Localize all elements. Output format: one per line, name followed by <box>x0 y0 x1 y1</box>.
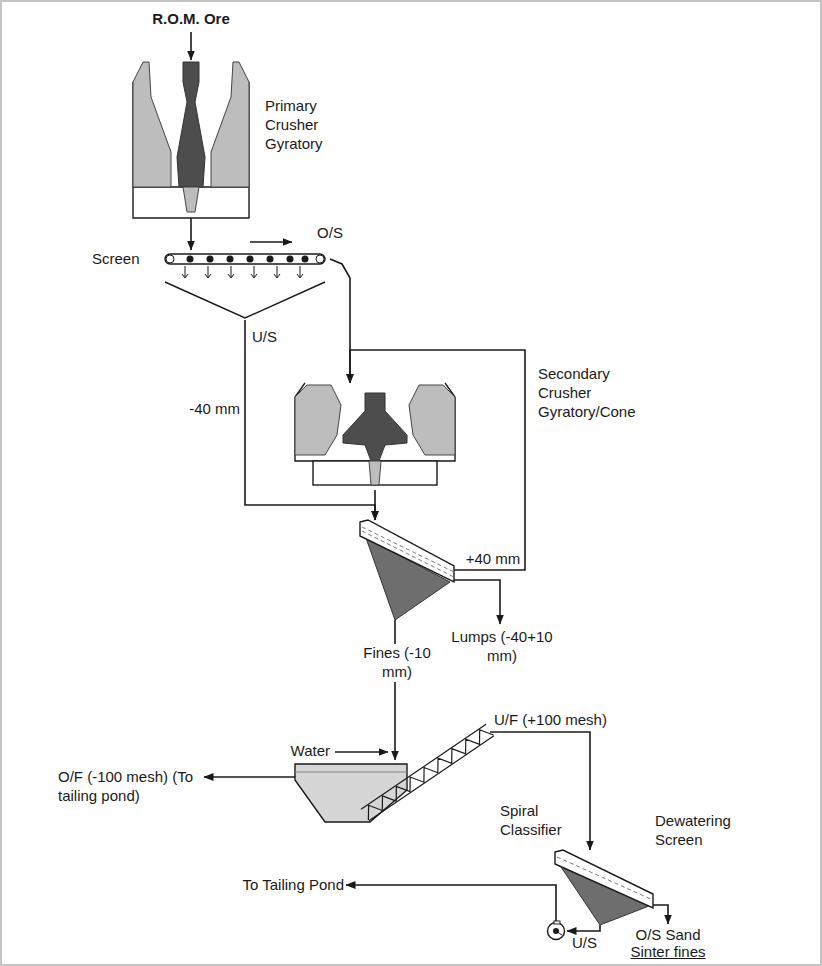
feed-arrow <box>190 32 192 60</box>
tailing-arrow <box>346 885 556 921</box>
equipment-label: Primary Crusher Gyratory <box>265 97 345 153</box>
stream-label: U/F (+100 mesh) <box>494 711 624 730</box>
stream-label: +40 mm <box>462 550 524 569</box>
flow-connector <box>394 620 396 760</box>
oversize-arrow <box>653 905 668 924</box>
screen-unit: Dewatering Screen <box>555 850 653 912</box>
pump-symbol <box>545 921 567 941</box>
screen-unit: Screen <box>160 250 330 320</box>
overflow-arrow <box>204 776 295 778</box>
stream-label: -40 mm <box>178 400 240 419</box>
product-label: Sinter fines <box>622 943 714 962</box>
product-label: O/F (-100 mesh) (To tailing pond) <box>58 768 198 806</box>
lumps-arrow <box>454 580 500 624</box>
screen-direction-arrow <box>250 241 292 243</box>
flow-connector <box>374 490 376 520</box>
product-label: O/S Sand <box>626 926 710 945</box>
flow-connector <box>567 925 600 931</box>
equipment-label: Screen <box>92 250 152 269</box>
flow-connector <box>190 218 192 250</box>
crusher-unit: Secondary Crusher Gyratory/Cone <box>295 383 455 490</box>
water-arrow <box>335 751 388 753</box>
stream-label: U/S <box>252 328 286 347</box>
feed-label: R.O.M. Ore <box>140 10 242 29</box>
stream-label: Water <box>276 742 330 761</box>
vibrating-screen <box>360 520 454 620</box>
equipment-label: Secondary Crusher Gyratory/Cone <box>538 365 656 421</box>
dewatering-screen <box>555 850 653 912</box>
stream-label: U/S <box>572 934 606 953</box>
crusher-unit: Primary Crusher Gyratory <box>133 62 249 218</box>
cone-crusher <box>295 383 455 490</box>
screen-symbol <box>160 250 330 320</box>
stream-label: O/S <box>312 224 348 243</box>
flow-connector <box>330 259 350 383</box>
stream-label: Fines (-10 mm) <box>351 644 443 682</box>
spiral-classifier <box>295 760 410 825</box>
screen-unit <box>360 520 454 620</box>
product-label: To Tailing Pond <box>196 876 346 895</box>
classifier-unit: Spiral Classifier <box>295 760 410 825</box>
equipment-label: Dewatering Screen <box>655 812 755 850</box>
equipment-label: Spiral Classifier <box>500 802 580 840</box>
flow-connector <box>490 732 590 850</box>
pump-unit <box>545 921 567 941</box>
product-label: Lumps (-40+10 mm) <box>450 628 554 666</box>
gyratory-crusher <box>133 62 249 218</box>
